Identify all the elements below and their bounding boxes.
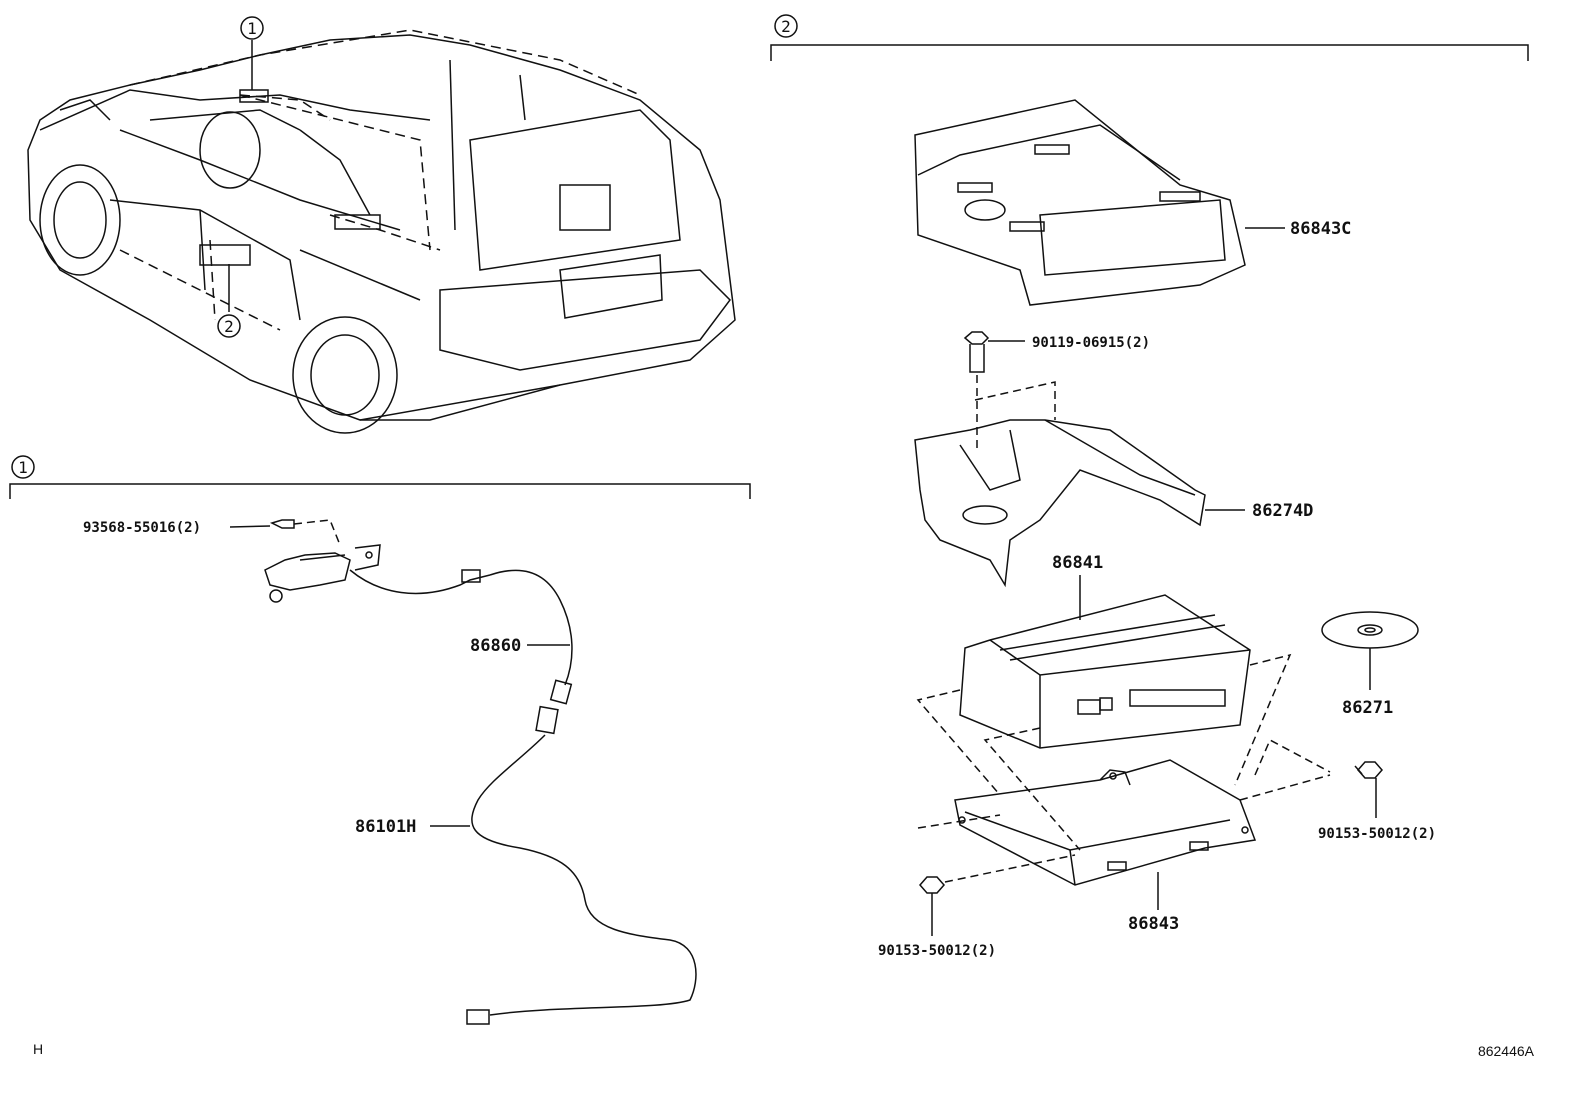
vehicle-callout-2 — [217, 314, 241, 338]
antenna-amplifier-86860 — [264, 544, 573, 705]
part-number-90119-06915[interactable]: 90119-06915(2) — [1032, 335, 1150, 351]
part-number-90153-50012-right[interactable]: 90153-50012(2) — [1318, 826, 1436, 842]
section-2-marker: 2 — [781, 17, 791, 36]
bracket-86274D — [914, 381, 1245, 588]
part-number-86841[interactable]: 86841 — [1052, 553, 1103, 573]
part-number-86843[interactable]: 86843 — [1128, 914, 1179, 934]
dvd-player-86841 — [916, 575, 1292, 851]
section-1-bracket — [9, 455, 751, 499]
vehicle-callout-2-label: 2 — [224, 317, 234, 336]
part-number-86274D[interactable]: 86274D — [1252, 501, 1313, 521]
bolt-90153-50012-right — [1354, 761, 1383, 818]
cable-86101H — [430, 705, 697, 1025]
tray-86843 — [917, 738, 1331, 910]
part-number-86843C[interactable]: 86843C — [1290, 219, 1351, 239]
part-number-93568-55016[interactable]: 93568-55016(2) — [83, 520, 201, 536]
bolt-93568-55016 — [229, 519, 341, 546]
part-number-86271[interactable]: 86271 — [1342, 698, 1393, 718]
part-number-86860[interactable]: 86860 — [470, 636, 521, 656]
vehicle-illustration — [27, 29, 736, 434]
cover-86843C — [914, 99, 1285, 306]
bolt-90153-50012-left — [919, 876, 945, 936]
footer-left-code: H — [33, 1041, 43, 1057]
part-number-86101H[interactable]: 86101H — [355, 817, 416, 837]
disc-86271 — [1321, 611, 1419, 690]
part-number-90153-50012-left[interactable]: 90153-50012(2) — [878, 943, 996, 959]
section-2-bracket — [770, 14, 1529, 61]
bolt-90119-06915 — [963, 331, 1025, 450]
diagram-id: 862446A — [1478, 1043, 1535, 1059]
vehicle-callout-1-label: 1 — [247, 19, 257, 38]
vehicle-callout-1 — [240, 16, 264, 40]
section-1-marker: 1 — [18, 458, 28, 477]
